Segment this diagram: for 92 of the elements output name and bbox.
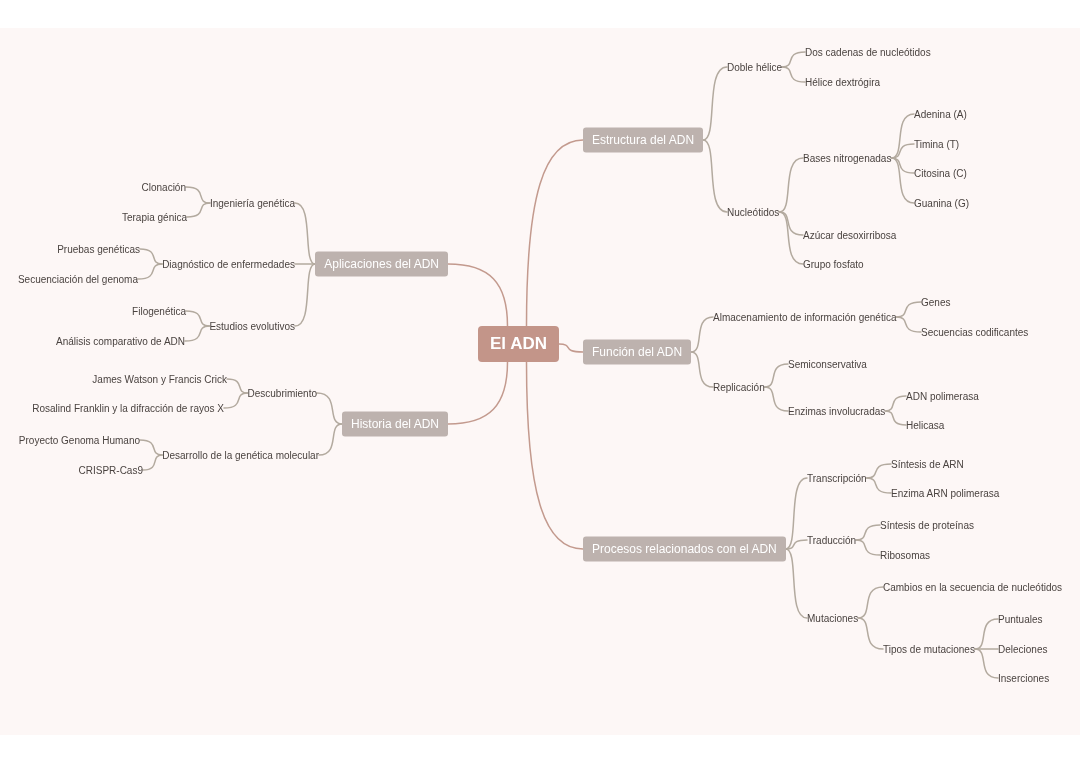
subtopic-label: Tipos de mutaciones bbox=[883, 642, 975, 656]
subtopic-label: Replicación bbox=[713, 380, 765, 394]
connector-line bbox=[690, 316, 714, 353]
subtopic-label: Proyecto Genoma Humano bbox=[18, 433, 140, 447]
connector-line bbox=[890, 143, 915, 159]
connector-line bbox=[318, 423, 343, 456]
subtopic-label: Secuenciación del genoma bbox=[17, 272, 138, 286]
connector-line bbox=[702, 139, 728, 213]
subtopic-label: Hélice dextrógira bbox=[805, 75, 881, 89]
connector-line bbox=[857, 586, 884, 619]
subtopic-label: Síntesis de proteínas bbox=[880, 518, 974, 532]
topic-box: Estructura del ADN bbox=[583, 127, 704, 153]
subtopic-label: Guanina (G) bbox=[914, 196, 970, 210]
subtopic-label: Grupo fosfato bbox=[803, 257, 864, 271]
connector-line bbox=[294, 263, 316, 327]
subtopic-label: Diagnóstico de enfermedades bbox=[162, 257, 295, 271]
connector-line bbox=[763, 386, 789, 412]
subtopic-label: Cambios en la secuencia de nucleótidos bbox=[883, 580, 1062, 594]
subtopic-label: Bases nitrogenadas bbox=[803, 151, 892, 165]
connector-line bbox=[184, 325, 211, 342]
subtopic-label: Ribosomas bbox=[880, 548, 931, 562]
subtopic-label: Transcripción bbox=[807, 471, 867, 485]
subtopic-label: Adenina (A) bbox=[914, 107, 967, 121]
central-topic-box: El ADN bbox=[478, 326, 559, 362]
connector-line bbox=[185, 186, 211, 204]
connector-line bbox=[857, 617, 884, 650]
connector-line bbox=[525, 361, 584, 550]
connector-line bbox=[785, 539, 808, 550]
subtopic-label: Clonación bbox=[141, 180, 186, 194]
subtopic-label: Análisis comparativo de ADN bbox=[56, 334, 185, 348]
subtopic-label: Síntesis de ARN bbox=[891, 457, 964, 471]
connector-line bbox=[137, 263, 163, 280]
topic-box: Función del ADN bbox=[583, 339, 692, 365]
subtopic-label: Inserciones bbox=[998, 671, 1050, 685]
subtopic-label: Helicasa bbox=[906, 418, 945, 432]
topic-box: Procesos relacionados con el ADN bbox=[583, 536, 786, 562]
subtopic-label: Mutaciones bbox=[807, 611, 859, 625]
connector-line bbox=[778, 211, 804, 265]
connector-line bbox=[447, 263, 509, 327]
connector-line bbox=[781, 51, 806, 68]
topic-box: Aplicaciones del ADN bbox=[315, 251, 448, 277]
connector-line bbox=[884, 395, 907, 412]
connector-line bbox=[785, 477, 808, 550]
subtopic-label: Traducción bbox=[807, 533, 857, 547]
connector-line bbox=[558, 343, 584, 353]
connector-line bbox=[778, 211, 804, 236]
connector-line bbox=[855, 539, 881, 556]
subtopic-label: CRISPR-Cas9 bbox=[78, 463, 143, 477]
connector-line bbox=[785, 548, 808, 619]
subtopic-label: Dos cadenas de nucleótidos bbox=[805, 45, 931, 59]
connector-line bbox=[895, 316, 922, 333]
connector-line bbox=[974, 648, 999, 679]
topic-box: Historia del ADN bbox=[341, 411, 448, 437]
subtopic-label: Puntuales bbox=[998, 612, 1043, 626]
subtopic-label: James Watson y Francis Crick bbox=[92, 372, 227, 386]
subtopic-label: Semiconservativa bbox=[788, 357, 867, 371]
connector-line bbox=[690, 351, 714, 388]
subtopic-label: Rosalind Franklin y la difracción de rayos X bbox=[32, 401, 224, 415]
subtopic-label: Pruebas genéticas bbox=[57, 242, 140, 256]
connector-line bbox=[525, 139, 584, 327]
subtopic-label: Enzima ARN polimerasa bbox=[891, 486, 1000, 500]
subtopic-label: Estudios evolutivos bbox=[209, 319, 295, 333]
subtopic-label: Deleciones bbox=[998, 642, 1048, 656]
subtopic-label: Timina (T) bbox=[914, 137, 960, 151]
subtopic-label: Filogenética bbox=[132, 304, 186, 318]
subtopic-label: Nucleótidos bbox=[727, 205, 780, 219]
connector-line bbox=[294, 202, 316, 265]
subtopic-label: Citosina (C) bbox=[914, 166, 967, 180]
subtopic-label: Azúcar desoxirribosa bbox=[803, 228, 897, 242]
connector-line bbox=[865, 477, 892, 494]
subtopic-label: ADN polimerasa bbox=[906, 389, 979, 403]
connector-line bbox=[139, 439, 163, 456]
subtopic-label: Desarrollo de la genética molecular bbox=[162, 448, 319, 462]
connector-line bbox=[142, 454, 163, 471]
subtopic-label: Enzimas involucradas bbox=[788, 404, 886, 418]
connector-line bbox=[316, 392, 343, 425]
connector-line bbox=[702, 66, 728, 141]
connector-line bbox=[781, 66, 806, 83]
subtopic-label: Genes bbox=[921, 295, 951, 309]
connector-line bbox=[223, 392, 249, 409]
connector-line bbox=[186, 202, 211, 218]
connector-line bbox=[890, 157, 915, 204]
subtopic-label: Doble hélice bbox=[727, 60, 783, 74]
subtopic-label: Secuencias codificantes bbox=[921, 325, 1029, 339]
subtopic-label: Descubrimiento bbox=[247, 386, 317, 400]
connector-line bbox=[447, 361, 509, 425]
connector-line bbox=[884, 410, 907, 426]
subtopic-label: Almacenamiento de información genética bbox=[713, 310, 897, 324]
connector-line bbox=[974, 648, 999, 650]
subtopic-label: Terapia génica bbox=[121, 210, 187, 224]
connector-line bbox=[294, 263, 316, 265]
subtopic-label: Ingeniería genética bbox=[209, 196, 295, 210]
